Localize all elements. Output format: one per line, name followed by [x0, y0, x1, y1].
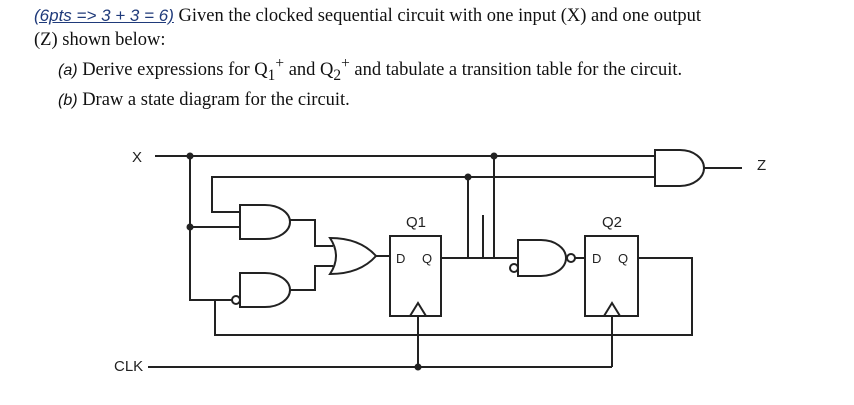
- junction-dot: [464, 173, 472, 181]
- part-a-label: (a): [58, 62, 78, 80]
- inverter-bubble: [509, 263, 519, 273]
- question-line-2: (Z) shown below:: [34, 28, 834, 52]
- question-text: (6pts => 3 + 3 = 6) Given the clocked se…: [34, 4, 834, 113]
- junctions: [186, 152, 498, 371]
- part-b-text: Draw a state diagram for the circuit.: [77, 89, 350, 110]
- x-to-and3-wire: [493, 156, 518, 259]
- flip-flop-1: [389, 235, 442, 317]
- and-gate-z: [654, 149, 705, 187]
- and1-to-or-wire: [290, 219, 333, 247]
- ff1-clock-triangle: [409, 301, 427, 317]
- part-a-sup-2: +: [341, 55, 350, 72]
- question-line-1: (6pts => 3 + 3 = 6) Given the clocked se…: [34, 4, 834, 28]
- intro-text-2: (Z) shown below:: [34, 30, 166, 50]
- ff2-clock-triangle: [603, 301, 621, 317]
- or-gate: [328, 236, 378, 276]
- inverter-bubble: [566, 253, 576, 263]
- wires: [148, 155, 742, 368]
- ff1-d-pin: D: [396, 251, 405, 266]
- output-z-label: Z: [757, 157, 766, 174]
- q2-feedback-wire: [214, 257, 693, 336]
- part-b-label: (b): [58, 91, 78, 109]
- flip-flop-2: [584, 235, 639, 317]
- q1-feedback-wire: [211, 176, 655, 213]
- junction-dot: [414, 363, 422, 371]
- clk-label: CLK: [114, 358, 143, 375]
- part-a: (a) Derive expressions for Q1+ and Q2+ a…: [34, 52, 834, 88]
- part-a-sub-2: 2: [333, 66, 342, 84]
- part-b: (b) Draw a state diagram for the circuit…: [34, 88, 834, 113]
- and-gate-2: [239, 272, 291, 308]
- ff1-q-pin: Q: [422, 251, 432, 266]
- inverter-bubble: [231, 295, 241, 305]
- junction-dot: [490, 152, 498, 160]
- part-a-text-1: Derive expressions for Q: [77, 60, 268, 81]
- ff2-name: Q2: [602, 214, 622, 231]
- and2-to-or-wire: [290, 265, 333, 291]
- ff1-name: Q1: [406, 214, 426, 231]
- ff2-q-pin: Q: [618, 251, 628, 266]
- ff2-d-pin: D: [592, 251, 601, 266]
- part-a-text-3: and tabulate a transition table for the …: [349, 60, 683, 81]
- junction-dot: [186, 152, 194, 160]
- and-gate-3: [517, 239, 567, 277]
- part-a-sup-1: +: [275, 55, 285, 72]
- points-label: (6pts => 3 + 3 = 6): [34, 6, 174, 25]
- input-x-label: X: [132, 149, 142, 166]
- junction-dot: [186, 223, 194, 231]
- and-gate-1: [239, 204, 291, 240]
- intro-text-1: Given the clocked sequential circuit wit…: [173, 6, 701, 26]
- part-a-text-2: and Q: [284, 60, 334, 81]
- part-a-sub-1: 1: [267, 66, 276, 84]
